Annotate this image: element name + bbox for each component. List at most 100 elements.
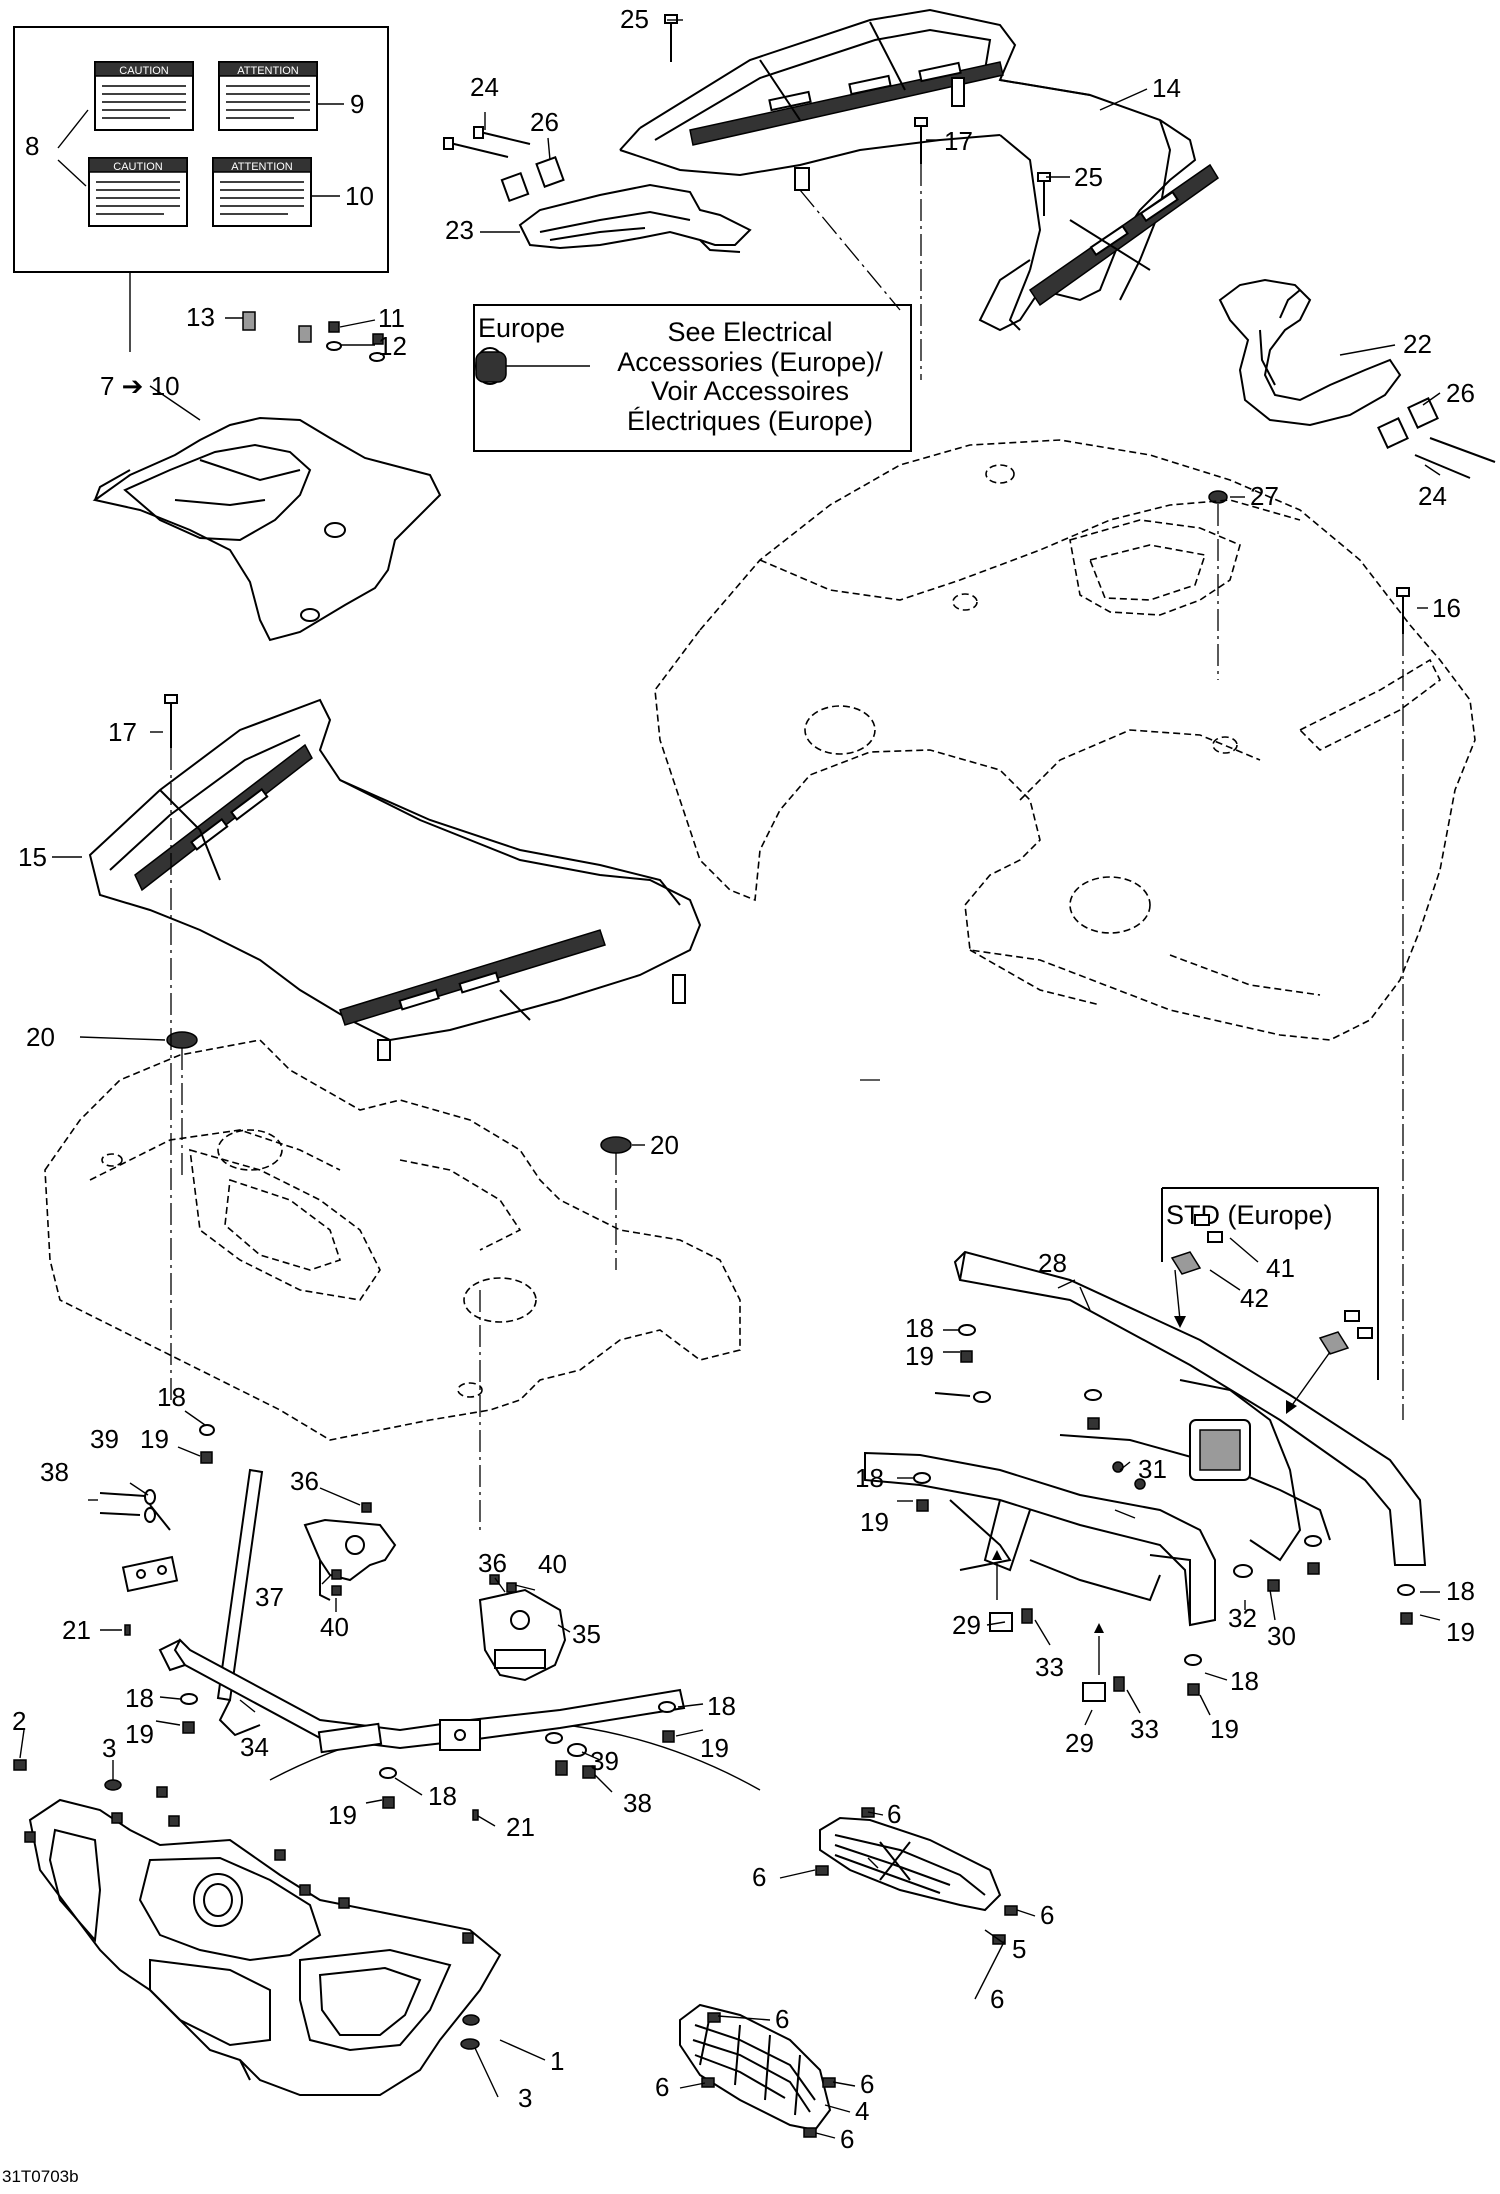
- callout-3: 3: [102, 1733, 116, 1763]
- rear-frame-28: [864, 1250, 1427, 1627]
- bolt-17-left: [164, 694, 178, 748]
- fastener-11: [328, 321, 384, 345]
- bolt-17-top: [914, 117, 928, 164]
- svg-text:CAUTION: CAUTION: [119, 65, 169, 77]
- callout-21: 21: [62, 1615, 91, 1645]
- callout-28: 28: [1038, 1248, 1067, 1278]
- decal-caution-2: CAUTION: [88, 157, 188, 227]
- callout-6: 6: [860, 2069, 874, 2099]
- callout-3: 3: [518, 2083, 532, 2113]
- callout-24: 24: [470, 72, 499, 102]
- callout-36: 36: [290, 1466, 319, 1496]
- callout-1: 1: [550, 2046, 564, 2076]
- bolt-25-right: [1037, 172, 1051, 216]
- spacer-26-left: [500, 156, 565, 203]
- callout-6: 6: [655, 2072, 669, 2102]
- callout-2: 2: [12, 1706, 26, 1736]
- callout-19: 19: [1210, 1714, 1239, 1744]
- callout-6: 6: [752, 1862, 766, 1892]
- europe-tag: Europe: [478, 313, 565, 343]
- callout-36: 36: [478, 1548, 507, 1578]
- callout-18: 18: [1230, 1666, 1259, 1696]
- callout-40: 40: [538, 1549, 567, 1579]
- rear-fender-body: [654, 439, 1476, 1041]
- callout-20: 20: [650, 1130, 679, 1160]
- callout-numbers: 25 14 17 25 24 26 23 22 26 24 27 16 8 9 …: [2, 4, 1475, 2186]
- callout-38: 38: [623, 1788, 652, 1818]
- rear-rack-14: [619, 8, 1220, 332]
- grab-handle-22: [1218, 278, 1402, 427]
- callout-23: 23: [445, 215, 474, 245]
- callout-18: 18: [157, 1382, 186, 1412]
- callout-10: 10: [345, 181, 374, 211]
- callout-33: 33: [1130, 1714, 1159, 1744]
- callout-34: 34: [240, 1732, 269, 1762]
- callout-17: 17: [944, 126, 973, 156]
- callout-18: 18: [125, 1683, 154, 1713]
- europe-line-4: Électriques (Europe): [627, 406, 873, 436]
- svg-text:ATTENTION: ATTENTION: [237, 65, 299, 77]
- callout-32: 32: [1228, 1603, 1257, 1633]
- callout-18: 18: [905, 1313, 934, 1343]
- callout-37: 37: [255, 1582, 284, 1612]
- callout-19: 19: [700, 1733, 729, 1763]
- callout-19: 19: [125, 1719, 154, 1749]
- callout-40: 40: [320, 1612, 349, 1642]
- fasteners-rear-frame: [913, 1324, 1415, 1702]
- callout-29: 29: [1065, 1728, 1094, 1758]
- bracket-37: [303, 1518, 397, 1601]
- callout-18: 18: [1446, 1576, 1475, 1606]
- callout-19: 19: [905, 1341, 934, 1371]
- callout-20: 20: [26, 1022, 55, 1052]
- callout-30: 30: [1267, 1621, 1296, 1651]
- alignment-lines: [170, 164, 1404, 1791]
- callout-39: 39: [590, 1746, 619, 1776]
- grab-handle-23: [518, 183, 752, 253]
- washer-12: [326, 341, 385, 362]
- decal-attention-2: ATTENTION: [212, 157, 312, 227]
- decal-caution-1: CAUTION: [94, 61, 194, 131]
- fastener-13: [242, 311, 312, 343]
- europe-line-2: Accessories (Europe)/: [617, 347, 883, 377]
- callout-26: 26: [530, 107, 559, 137]
- callout-19: 19: [1446, 1617, 1475, 1647]
- vent-insert-5: [819, 1816, 1002, 1912]
- callout-18: 18: [707, 1691, 736, 1721]
- callout-29: 29: [952, 1610, 981, 1640]
- callout-15: 15: [18, 842, 47, 872]
- europe-line-3: Voir Accessoires: [651, 376, 849, 406]
- callout-27: 27: [1250, 481, 1279, 511]
- callout-4: 4: [855, 2096, 869, 2126]
- decal-attention-1: ATTENTION: [218, 61, 318, 131]
- decal-kit-box: CAUTION ATTENTION CAUTION ATTENTION: [13, 26, 389, 352]
- std-europe-box: STD (Europe): [1161, 1187, 1379, 1414]
- bracket-35: [478, 1588, 567, 1682]
- front-bumper-frame-34: [121, 1468, 686, 1754]
- callout-16: 16: [1432, 593, 1461, 623]
- callout-25: 25: [1074, 162, 1103, 192]
- callout-21: 21: [506, 1812, 535, 1842]
- callout-22: 22: [1403, 329, 1432, 359]
- callout-11: 11: [378, 303, 405, 333]
- callout-26: 26: [1446, 378, 1475, 408]
- bolt-16: [1396, 587, 1410, 634]
- bolt-25-top: [664, 14, 678, 62]
- callout-41: 41: [1266, 1253, 1295, 1283]
- callout-6: 6: [887, 1799, 901, 1829]
- front-fender-body: [44, 1039, 741, 1441]
- front-rack-15: [88, 698, 702, 1061]
- svg-text:CAUTION: CAUTION: [113, 161, 163, 173]
- callout-6: 6: [840, 2124, 854, 2154]
- grommet-20-right: [600, 1136, 632, 1154]
- callout-leaders: [19, 19, 1441, 2139]
- callout-14: 14: [1152, 73, 1181, 103]
- callout-7-to-10: 7 ➔ 10: [100, 371, 180, 401]
- fasteners-front-frame: [99, 1424, 676, 1821]
- callout-17: 17: [108, 717, 137, 747]
- europe-note-box: Europe See Electrical Accessories (Europ…: [473, 304, 912, 452]
- front-grille-panel-1: [28, 1798, 502, 2096]
- callout-18: 18: [428, 1781, 457, 1811]
- callout-25: 25: [620, 4, 649, 34]
